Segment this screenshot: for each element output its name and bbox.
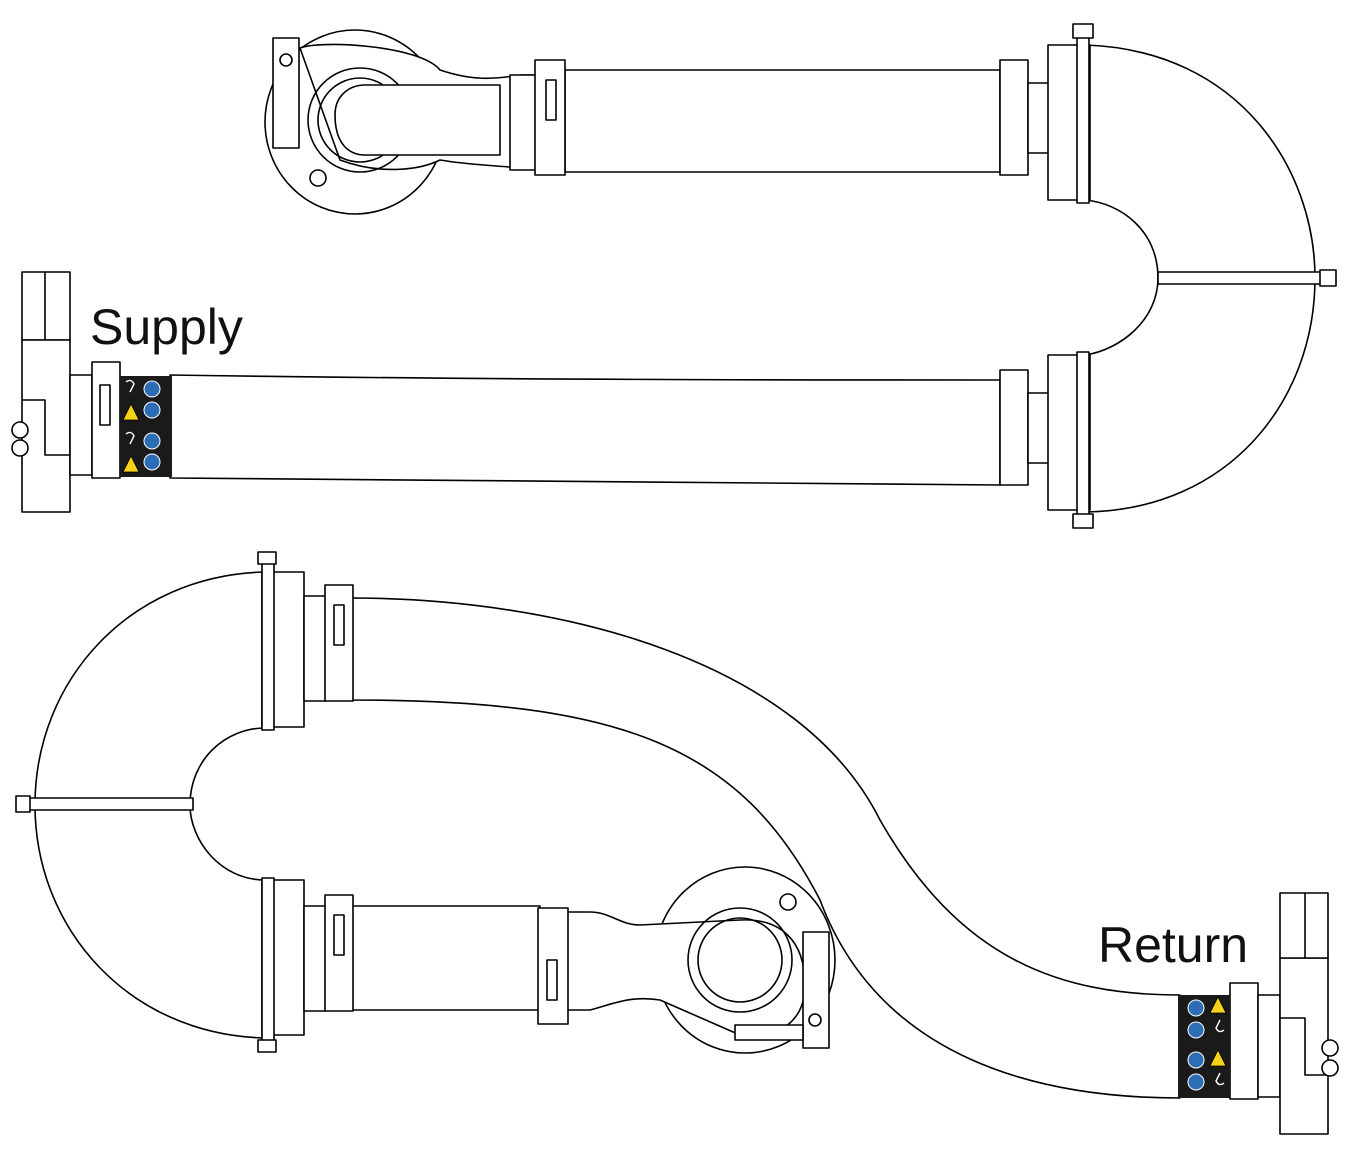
face-shield-icon xyxy=(143,380,161,398)
return-safety-label xyxy=(1178,995,1230,1098)
glove-icon xyxy=(1187,1051,1205,1069)
supply-coupling-bottom xyxy=(1027,392,1051,464)
return-bracket-plate xyxy=(734,1024,804,1041)
return-bend-strap-end xyxy=(15,795,31,813)
return-crimp xyxy=(1229,982,1259,1100)
return-elbow-bolt xyxy=(779,893,797,911)
return-bracket xyxy=(802,931,830,1049)
return-cam-pin-a xyxy=(1321,1039,1339,1057)
return-hose-lower xyxy=(349,905,541,1011)
supply-cam-pin-b xyxy=(11,439,29,457)
supply-elbow-ferrule xyxy=(509,74,539,171)
warning-triangle-icon xyxy=(122,455,140,473)
supply-nut xyxy=(21,271,71,341)
supply-hose-upper xyxy=(564,69,1001,173)
supply-coupling-top xyxy=(1027,82,1051,154)
supply-crimp-slot xyxy=(99,384,111,426)
warning-triangle-icon xyxy=(1209,996,1227,1014)
face-shield-icon xyxy=(1187,1073,1205,1091)
return-elbow-crimp xyxy=(537,907,569,1025)
supply-ferrule-top xyxy=(999,59,1029,176)
splash-icon xyxy=(1215,1019,1225,1033)
return-flange-ring-bottom xyxy=(261,877,275,1044)
supply-cam-lever xyxy=(21,399,71,456)
glove-icon xyxy=(143,453,161,471)
supply-cam-body xyxy=(21,339,71,513)
return-flange-ring-top xyxy=(261,557,275,731)
return-elbow-outlet xyxy=(687,907,793,1013)
splash-icon xyxy=(125,431,135,445)
return-coupling-bottom xyxy=(303,905,327,1012)
splash-icon xyxy=(1215,1072,1225,1086)
supply-flange-ring-bottom xyxy=(1076,351,1090,528)
supply-clamp-top xyxy=(1072,23,1094,39)
supply-cam-pin-a xyxy=(11,421,29,439)
return-cam-body xyxy=(1279,957,1329,1135)
return-bracket-hole xyxy=(808,1013,822,1027)
supply-elbow-crimp xyxy=(534,59,566,176)
supply-label: Supply xyxy=(90,299,243,355)
return-label: Return xyxy=(1098,917,1249,973)
glove-icon xyxy=(1187,999,1205,1017)
return-bend-strap xyxy=(27,797,194,811)
supply-hose xyxy=(11,23,1337,529)
return-crimp-top xyxy=(324,584,354,702)
return-nut xyxy=(1279,892,1329,959)
return-clamp-bottom xyxy=(257,1039,277,1053)
glove-icon xyxy=(143,401,161,419)
warning-triangle-icon xyxy=(1209,1049,1227,1067)
supply-ferrule-bottom xyxy=(999,369,1029,486)
return-adapter xyxy=(1257,994,1281,1098)
supply-elbow-bolt xyxy=(309,169,327,187)
supply-bracket-hole xyxy=(279,53,293,67)
return-cam-lever xyxy=(1279,1017,1329,1076)
return-coupling-top xyxy=(303,595,327,702)
face-shield-icon xyxy=(1187,1021,1205,1039)
warning-triangle-icon xyxy=(122,403,140,421)
supply-flange-ring-top xyxy=(1076,27,1090,204)
return-crimp-bottom-slot xyxy=(333,914,345,956)
supply-crimp xyxy=(91,361,121,479)
return-cam-pin-b xyxy=(1321,1059,1339,1077)
supply-adapter xyxy=(69,374,93,476)
return-crimp-bottom xyxy=(324,894,354,1012)
return-elbow-crimp-slot xyxy=(546,959,558,1001)
supply-elbow-crimp-slot xyxy=(545,79,557,121)
face-shield-icon xyxy=(143,432,161,450)
return-clamp-top xyxy=(257,551,277,565)
supply-bend-strap xyxy=(1157,271,1324,285)
supply-safety-label xyxy=(120,376,172,477)
supply-clamp-bottom xyxy=(1072,513,1094,529)
supply-elbow-tube xyxy=(334,84,501,156)
supply-bend-strap-end xyxy=(1319,269,1337,287)
supply-hose-straight xyxy=(169,374,1001,486)
return-crimp-top-slot xyxy=(333,604,345,646)
return-hose xyxy=(15,551,1339,1135)
splash-icon xyxy=(125,379,135,393)
return-elbow-outlet-inner xyxy=(697,917,783,1003)
